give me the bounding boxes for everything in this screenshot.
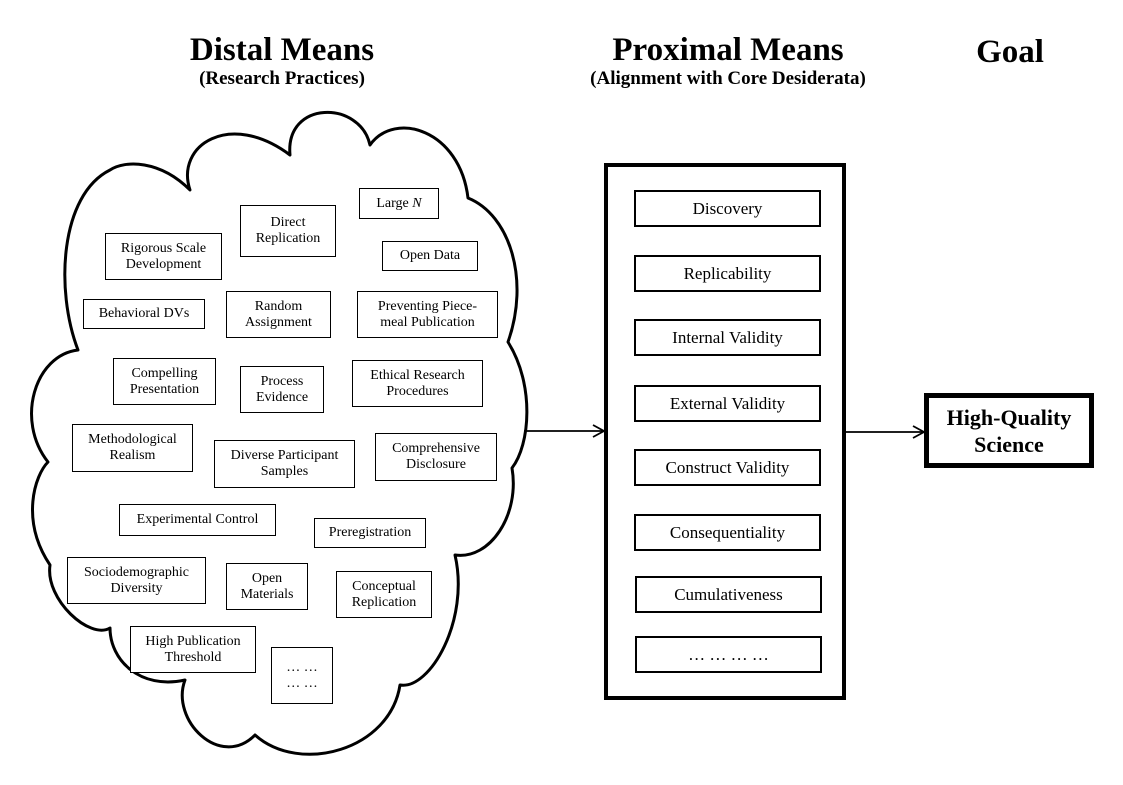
distal-means-heading: Distal Means (Research Practices) [132,32,432,90]
distal-means-title: Distal Means [189,32,375,68]
practice-experimental-control: Experimental Control [119,504,276,536]
practice-behavioral-dvs: Behavioral DVs [83,299,205,329]
practice-large-n: Large N [359,188,439,219]
goal-line-2: Science [974,431,1044,457]
proximal-means-title: Proximal Means [612,32,844,68]
practice-large-n-label: Large N [376,195,422,211]
desideratum-replicability: Replicability [634,255,821,292]
practice-preregistration: Preregistration [314,518,426,548]
goal-line-1: High-Quality [946,404,1072,430]
desideratum-external-validity: External Validity [634,385,821,422]
goal-title: Goal [976,34,1044,70]
desideratum-construct-validity: Construct Validity [634,449,821,486]
desideratum-consequentiality: Consequentiality [634,514,821,551]
desideratum-internal-validity: Internal Validity [634,319,821,356]
desideratum-more-placeholder: … … … … [635,636,822,673]
distal-means-subtitle: (Research Practices) [199,68,365,89]
proximal-means-heading: Proximal Means (Alignment with Core Desi… [552,32,904,90]
proximal-means-frame [604,163,846,700]
goal-heading: Goal [950,34,1070,70]
practice-more-placeholder: … …… … [271,647,333,704]
proximal-means-subtitle: (Alignment with Core Desiderata) [590,68,866,89]
desideratum-cumulativeness: Cumulativeness [635,576,822,613]
goal-high-quality-science: High-Quality Science [924,393,1094,468]
practice-large-n-symbol: N [412,195,422,211]
practice-preventing-piecemeal-publication: Preventing Piece-meal Publication [357,291,498,338]
desideratum-discovery: Discovery [634,190,821,227]
practice-open-data: Open Data [382,241,478,271]
